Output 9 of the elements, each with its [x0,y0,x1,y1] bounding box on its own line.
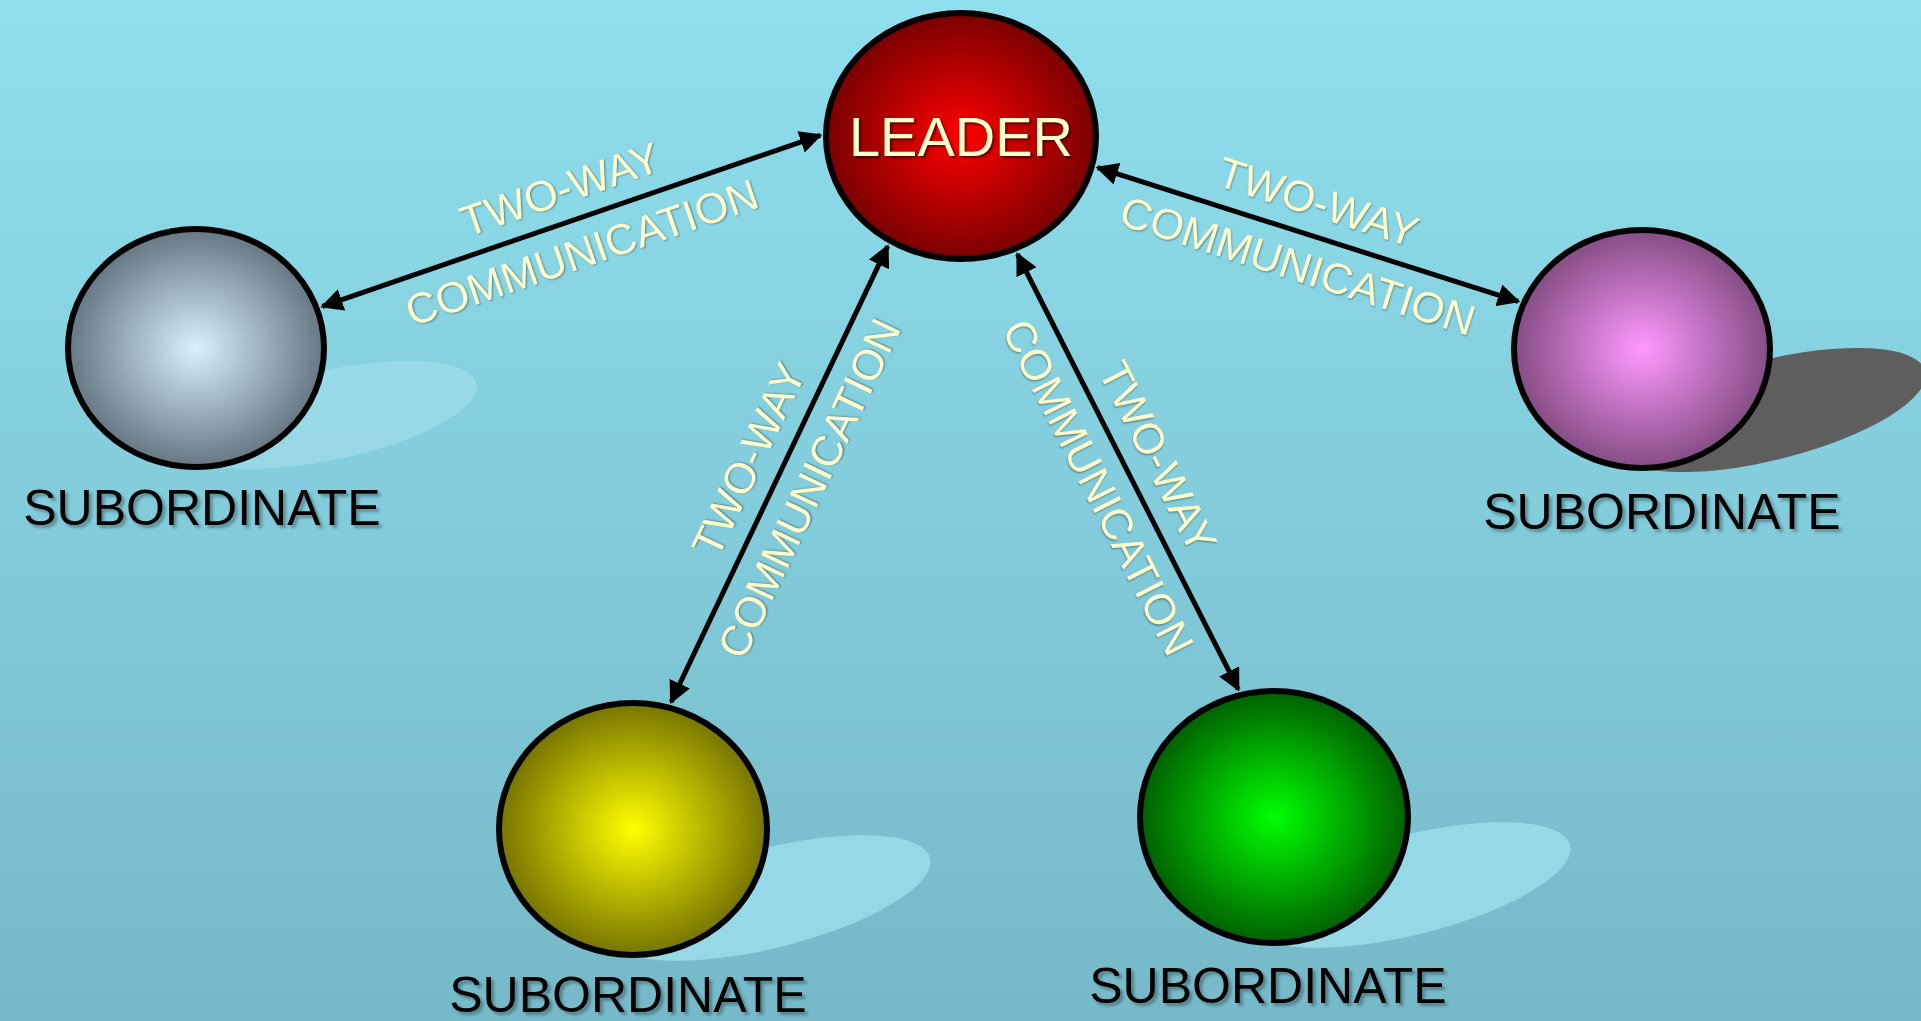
double-arrow [320,131,823,311]
node-label: SUBORDINATE [449,966,807,1021]
double-arrow [1015,252,1241,692]
double-arrow [1095,163,1521,306]
node-label: LEADER [848,103,1074,169]
node-label: SUBORDINATE [1089,957,1447,1015]
node-label: SUBORDINATE [23,479,381,537]
double-arrow [668,244,890,705]
node-label: SUBORDINATE [1483,483,1841,541]
